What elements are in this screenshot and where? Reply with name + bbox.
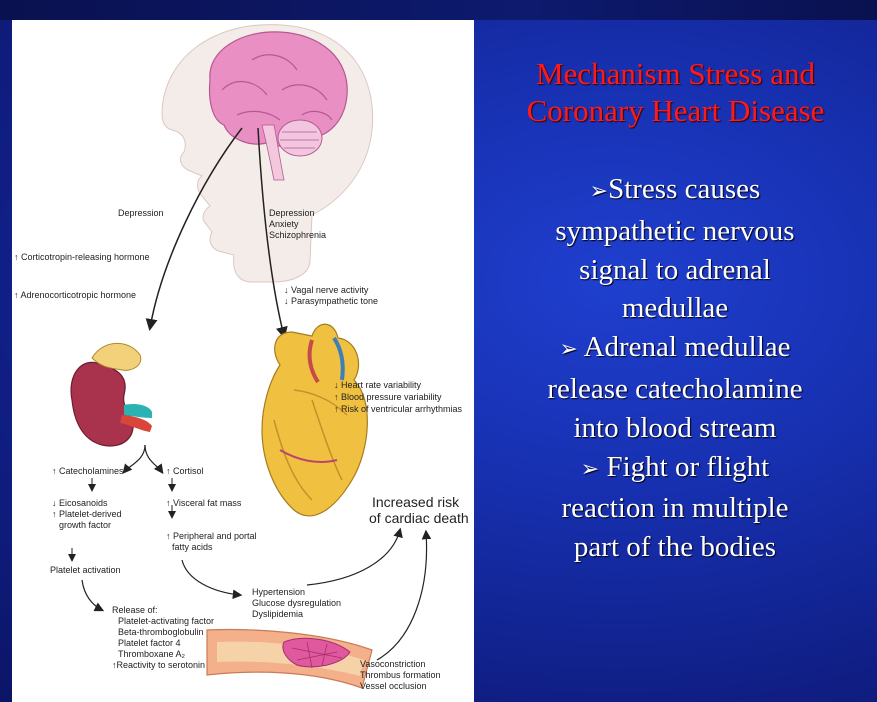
bullet-arrow-icon: ➢ bbox=[581, 457, 599, 482]
bullet-3-line-1: ➢ Fight or flight bbox=[485, 448, 865, 490]
label-vagal: ↓ Vagal nerve activity bbox=[284, 285, 368, 296]
label-depression-right: Depression bbox=[269, 208, 315, 219]
slide-title: Mechanism Stress and Coronary Heart Dise… bbox=[474, 55, 877, 129]
label-schizophrenia: Schizophrenia bbox=[269, 230, 326, 241]
bullet-2-text-1: Adrenal medullae bbox=[584, 331, 791, 363]
label-anxiety: Anxiety bbox=[269, 219, 299, 230]
bullet-arrow-icon: ➢ bbox=[590, 179, 608, 204]
label-risk-2: of cardiac death bbox=[369, 510, 469, 526]
bullet-1-line-3: signal to adrenal bbox=[485, 251, 865, 290]
label-pf4: Platelet factor 4 bbox=[118, 638, 181, 649]
bullet-3-text-1: Fight or flight bbox=[606, 451, 769, 483]
label-serotonin: ↑Reactivity to serotonin bbox=[112, 660, 205, 671]
title-line-1: Mechanism Stress and bbox=[474, 55, 877, 92]
label-visceral: ↑ Visceral fat mass bbox=[166, 498, 241, 509]
title-line-2: Coronary Heart Disease bbox=[474, 92, 877, 129]
label-platelet-activation: Platelet activation bbox=[50, 565, 121, 576]
label-paf: Platelet-activating factor bbox=[118, 616, 214, 627]
bullet-arrow-icon: ➢ bbox=[559, 337, 577, 362]
label-arrhythmia: ↑ Risk of ventricular arrhythmias bbox=[334, 404, 462, 415]
label-eicosanoids: ↓ Eicosanoids bbox=[52, 498, 108, 509]
label-release-of: Release of: bbox=[112, 605, 158, 616]
bullet-2-line-3: into blood stream bbox=[485, 409, 865, 448]
bullet-list: ➢Stress causes sympathetic nervous signa… bbox=[485, 170, 865, 567]
label-crh: ↑ Corticotropin-releasing hormone bbox=[14, 252, 150, 263]
label-hrv: ↓ Heart rate variability bbox=[334, 380, 421, 391]
label-pdgf-1: ↑ Platelet-derived bbox=[52, 509, 122, 520]
bullet-1-line-2: sympathetic nervous bbox=[485, 212, 865, 251]
illustration-graphics bbox=[12, 20, 474, 702]
mechanism-illustration: Depression Depression Anxiety Schizophre… bbox=[12, 20, 474, 702]
label-btg: Beta-thromboglobulin bbox=[118, 627, 204, 638]
label-peripheral-2: fatty acids bbox=[172, 542, 213, 553]
label-risk-1: Increased risk bbox=[372, 494, 459, 510]
bullet-2-line-1: ➢ Adrenal medullae bbox=[485, 328, 865, 370]
label-thrombus: Thrombus formation bbox=[360, 670, 441, 681]
top-band bbox=[0, 0, 877, 20]
bullet-1-text-1: Stress causes bbox=[608, 173, 760, 205]
label-peripheral-1: ↑ Peripheral and portal bbox=[166, 531, 257, 542]
bullet-3-line-3: part of the bodies bbox=[485, 528, 865, 567]
kidney bbox=[71, 362, 133, 446]
label-acth: ↑ Adrenocorticotropic hormone bbox=[14, 290, 136, 301]
label-bpv: ↑ Blood pressure variability bbox=[334, 392, 442, 403]
label-vasoconstriction: Vasoconstriction bbox=[360, 659, 425, 670]
label-depression-left: Depression bbox=[118, 208, 164, 219]
label-cortisol: ↑ Cortisol bbox=[166, 466, 204, 477]
label-parasympathetic: ↓ Parasympathetic tone bbox=[284, 296, 378, 307]
heart bbox=[262, 324, 367, 516]
label-pdgf-2: growth factor bbox=[59, 520, 111, 531]
label-hypertension: Hypertension bbox=[252, 587, 305, 598]
label-catecholamines: ↑ Catecholamines bbox=[52, 466, 124, 477]
bullet-3-line-2: reaction in multiple bbox=[485, 489, 865, 528]
label-txa: Thromboxane A₂ bbox=[118, 649, 185, 660]
bullet-2-line-2: release catecholamine bbox=[485, 370, 865, 409]
label-occlusion: Vessel occlusion bbox=[360, 681, 427, 692]
bullet-1-line-4: medullae bbox=[485, 289, 865, 328]
label-dyslipidemia: Dyslipidemia bbox=[252, 609, 303, 620]
label-glucose: Glucose dysregulation bbox=[252, 598, 341, 609]
brain-shape bbox=[210, 32, 348, 147]
cerebellum bbox=[278, 120, 322, 156]
bullet-1-line-1: ➢Stress causes bbox=[485, 170, 865, 212]
